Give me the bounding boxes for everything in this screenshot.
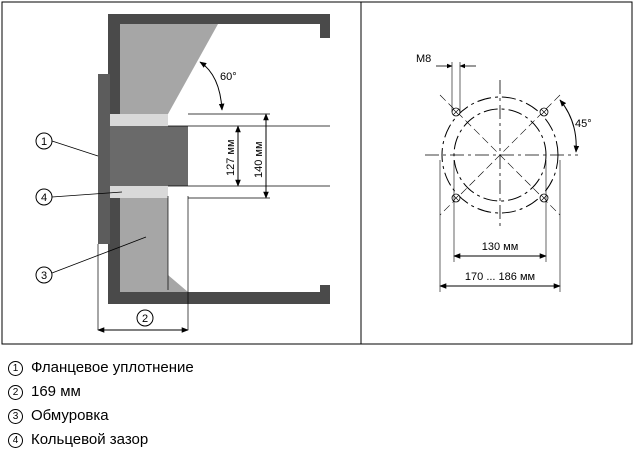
boiler-door-section: 60° 127 мм 140 мм 1 4 3 2 (35, 14, 330, 333)
flange-gasket (98, 114, 168, 126)
legend-number: 4 (8, 432, 23, 448)
legend-item: 3 Обмуровка (8, 404, 194, 428)
legend-text: Фланцевое уплотнение (31, 359, 194, 376)
svg-text:4: 4 (41, 192, 47, 204)
angle-45-arc (559, 99, 580, 153)
callout-2: 2 (136, 309, 154, 327)
legend-text: Обмуровка (31, 407, 109, 424)
svg-text:3: 3 (41, 270, 47, 282)
bolt-circle-view: M8 45° 130 мм 170 ... 186 мм (416, 53, 592, 292)
svg-text:1: 1 (41, 136, 47, 148)
diagram-frame (1, 1, 633, 345)
legend-number: 1 (8, 360, 23, 376)
legend-text: Кольцевой зазор (31, 431, 149, 448)
legend-item: 4 Кольцевой зазор (8, 428, 194, 452)
dim-140-label: 140 мм (253, 141, 265, 178)
legend-number: 2 (8, 384, 23, 400)
bolt-hole-bottom-right (539, 193, 549, 203)
legend-item: 1 Фланцевое уплотнение (8, 356, 194, 380)
legend-item: 2 169 мм (8, 380, 194, 404)
annular-gap (98, 186, 168, 198)
callout-3: 3 (35, 236, 147, 284)
dim-170-186-label: 170 ... 186 мм (465, 271, 535, 283)
bolt-hole-top-left (451, 107, 461, 117)
dim-127-label: 127 мм (225, 139, 237, 176)
legend-text: 169 мм (31, 383, 81, 400)
callout-4: 4 (35, 188, 123, 206)
legend: 1 Фланцевое уплотнение 2 169 мм 3 Обмуро… (8, 356, 194, 452)
angle-60-label: 60° (220, 71, 237, 83)
bolt-hole-bottom-left (451, 193, 461, 203)
angle-45-label: 45° (575, 118, 592, 130)
burner-mounting-diagram: 60° 127 мм 140 мм 1 4 3 2 (1, 1, 633, 345)
callout-1: 1 (35, 132, 99, 157)
svg-text:2: 2 (142, 313, 148, 325)
thread-m8-label: M8 (416, 53, 431, 65)
angle-60-arc (199, 61, 225, 111)
dim-130-label: 130 мм (482, 241, 519, 253)
bolt-hole-top-right (539, 107, 549, 117)
refractory-lining (120, 24, 218, 114)
legend-number: 3 (8, 408, 23, 424)
